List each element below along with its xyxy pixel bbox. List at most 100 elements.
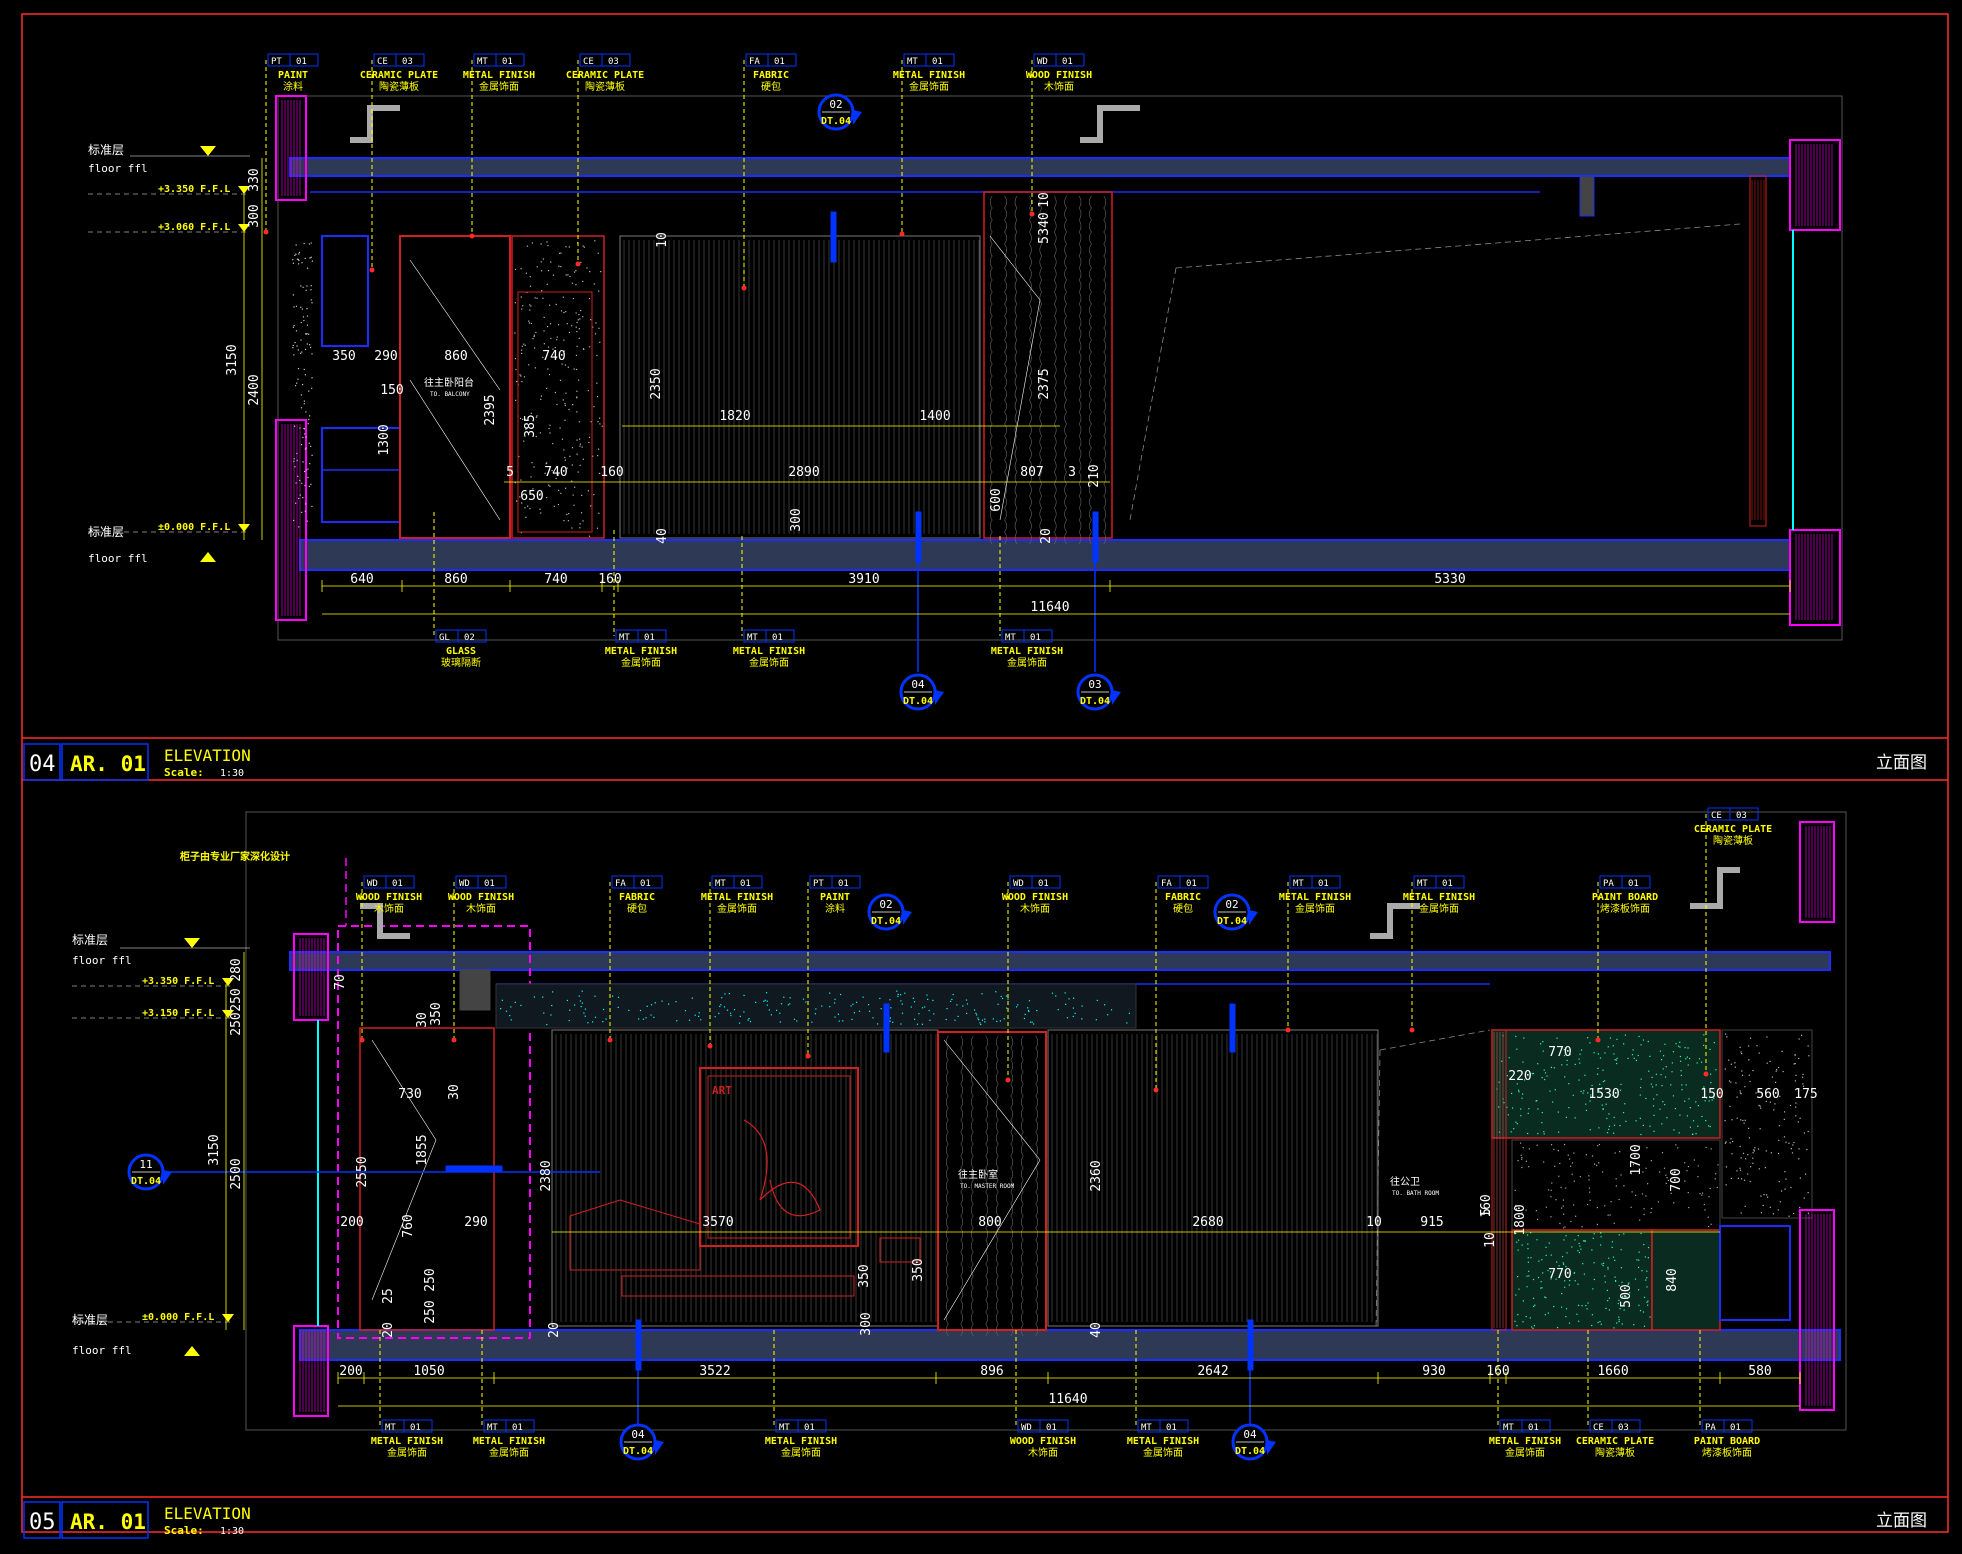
speckle-dot — [296, 382, 298, 384]
speckle-dot — [309, 344, 311, 346]
speckle-dot — [563, 311, 565, 314]
callout-number: 04 — [631, 1428, 645, 1441]
tag-material-cn: 木饰面 — [1028, 1446, 1058, 1459]
tag-material-cn: 金属饰面 — [1143, 1446, 1183, 1459]
speckle-dot — [1546, 1075, 1548, 1077]
speckle-dot — [896, 990, 898, 992]
speckle-dot — [1688, 1098, 1690, 1100]
speckle-dot — [1624, 1103, 1626, 1105]
speckle-dot — [1593, 1278, 1596, 1281]
dimension-value-vertical: 350 — [857, 1264, 872, 1287]
speckle-dot — [802, 998, 805, 1000]
tag-number: 01 — [644, 633, 655, 643]
speckle-dot — [308, 243, 310, 245]
speckle-dot — [1554, 1089, 1556, 1091]
speckle-dot — [1785, 1141, 1787, 1143]
speckle-dot — [700, 1019, 702, 1021]
ceiling-beam — [1579, 175, 1595, 217]
speckle-dot — [546, 496, 548, 499]
speckle-dot — [1708, 1100, 1710, 1102]
drawing-scale-value: 1:30 — [220, 768, 244, 779]
speckle-dot — [528, 320, 530, 322]
speckle-dot — [1527, 1132, 1529, 1135]
tag-code: MT — [1141, 1423, 1152, 1433]
speckle-dot — [676, 1020, 678, 1022]
tag-code: MT — [477, 57, 488, 67]
callout-number: 02 — [1225, 898, 1238, 911]
dimension-value: 290 — [374, 349, 397, 364]
speckle-dot — [566, 999, 568, 1002]
speckle-dot — [890, 1007, 892, 1009]
speckle-dot — [1586, 1308, 1588, 1310]
leader-dot — [1595, 1037, 1601, 1043]
speckle-dot — [571, 480, 573, 482]
speckle-dot — [529, 276, 531, 278]
dimension-value-vertical: 300 — [859, 1312, 874, 1335]
speckle-dot — [1616, 1038, 1618, 1041]
speckle-dot — [1662, 1101, 1664, 1103]
speckle-dot — [524, 344, 526, 346]
speckle-dot — [1531, 1073, 1533, 1075]
speckle-dot — [1664, 1076, 1667, 1078]
speckle-dot — [1608, 1125, 1611, 1127]
speckle-dot — [1622, 1295, 1624, 1297]
dimension-value: 930 — [1422, 1364, 1445, 1379]
speckle-dot — [547, 245, 549, 247]
dimension-value: 160 — [1486, 1364, 1509, 1379]
speckle-dot — [310, 242, 312, 244]
speckle-dot — [1526, 1234, 1529, 1236]
speckle-dot — [1515, 1208, 1518, 1210]
speckle-dot — [1028, 1000, 1031, 1002]
speckle-dot — [1587, 1302, 1589, 1304]
speckle-dot — [594, 240, 596, 242]
speckle-dot — [573, 368, 575, 370]
speckle-dot — [525, 272, 528, 274]
speckle-dot — [999, 1020, 1001, 1022]
speckle-dot — [1747, 1127, 1750, 1130]
speckle-dot — [560, 310, 563, 312]
speckle-dot — [536, 415, 538, 417]
speckle-dot — [296, 459, 298, 462]
fabric-wall — [619, 235, 981, 539]
speckle-dot — [305, 289, 307, 291]
tag-number: 01 — [392, 879, 403, 889]
speckle-dot — [1710, 1148, 1712, 1150]
speckle-dot — [933, 1013, 935, 1015]
speckle-dot — [1743, 1179, 1746, 1181]
tag-num-box — [505, 1419, 535, 1433]
speckle-dot — [1553, 1270, 1555, 1272]
callout-detail-ref: DT.04 — [1217, 916, 1247, 927]
speckle-dot — [563, 519, 565, 522]
level-name: floor ffl — [88, 162, 148, 175]
speckle-dot — [1653, 1130, 1655, 1132]
speckle-dot — [518, 455, 520, 458]
speckle-dot — [1800, 1034, 1803, 1036]
speckle-dot — [558, 489, 560, 491]
speckle-dot — [852, 1003, 854, 1005]
speckle-dot — [571, 527, 573, 529]
speckle-dot — [645, 1017, 647, 1019]
speckle-dot — [728, 992, 730, 995]
speckle-dot — [1580, 1090, 1582, 1093]
section-mark — [915, 511, 922, 563]
speckle-dot — [1666, 1117, 1668, 1119]
beam-box — [459, 969, 491, 1011]
speckle-dot — [1573, 1152, 1575, 1154]
dimension-value-vertical: 20 — [1039, 528, 1054, 544]
tag-number: 01 — [838, 879, 849, 889]
speckle-dot — [1642, 1124, 1644, 1127]
speckle-dot — [1563, 1054, 1566, 1057]
speckle-dot — [579, 464, 581, 466]
leader-dot — [607, 1037, 613, 1043]
speckle-dot — [1558, 1175, 1560, 1177]
speckle-dot — [1651, 1207, 1653, 1210]
dimension-value-vertical: 30 — [415, 1012, 430, 1028]
speckle-dot — [1537, 1108, 1539, 1110]
tag-material-cn: 木饰面 — [466, 902, 496, 915]
speckle-dot — [1068, 998, 1070, 1000]
speckle-dot — [749, 1020, 752, 1023]
callout-number: 04 — [911, 678, 925, 691]
speckle-dot — [1679, 1041, 1681, 1043]
